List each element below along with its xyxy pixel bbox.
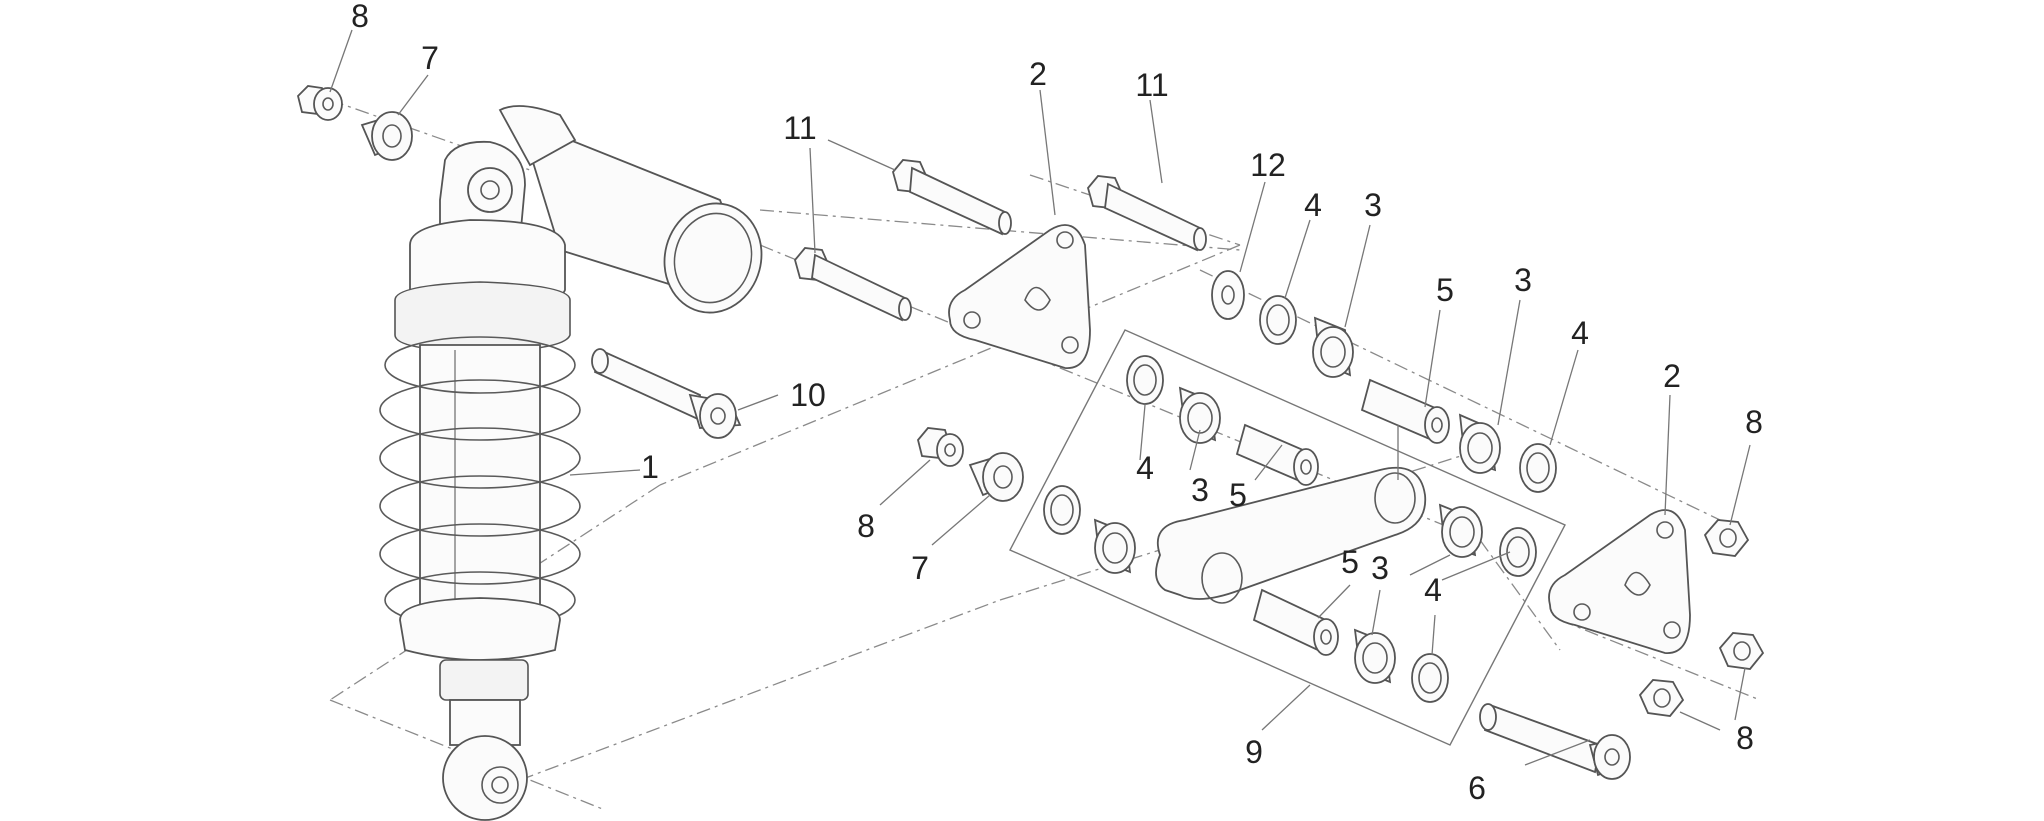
callout-7: 7 xyxy=(421,40,439,76)
plate-2-left xyxy=(948,224,1091,369)
bolt-11-left xyxy=(794,247,912,322)
sleeve-5-upper xyxy=(1360,378,1450,444)
callout-4: 4 xyxy=(1304,187,1322,223)
bolt-11-right xyxy=(1087,175,1207,252)
callout-8: 8 xyxy=(1736,720,1754,756)
bearing-3-kit-lower xyxy=(1353,628,1396,684)
callout-4: 4 xyxy=(1424,572,1442,608)
callout-3: 3 xyxy=(1371,550,1389,586)
linkage-arm xyxy=(1155,466,1427,604)
bearing-3-kit-top xyxy=(1178,386,1221,444)
callout-11: 11 xyxy=(1135,67,1169,103)
sleeve-5-kit xyxy=(1235,423,1319,486)
callout-4: 4 xyxy=(1571,315,1589,351)
spacer-middle xyxy=(968,452,1024,502)
callout-9: 9 xyxy=(1245,734,1263,770)
seal-4-upper-left xyxy=(1259,295,1297,345)
nut-right-middle xyxy=(1718,632,1765,670)
callout-5: 5 xyxy=(1436,272,1454,308)
callout-7: 7 xyxy=(911,550,929,586)
callout-1: 1 xyxy=(641,449,659,485)
washer-12 xyxy=(1211,270,1245,320)
seal-4-upper-right xyxy=(1519,443,1557,493)
callout-3: 3 xyxy=(1191,472,1209,508)
bearing-3-upper-left xyxy=(1312,316,1354,378)
callout-3: 3 xyxy=(1364,187,1382,223)
nut-right-upper xyxy=(1703,519,1750,557)
bearing-3-kit-left xyxy=(1093,518,1136,574)
bolt-10 xyxy=(591,348,742,439)
seal-4-kit-lower xyxy=(1411,653,1449,703)
leader-lines xyxy=(329,29,1751,766)
callout-2: 2 xyxy=(1663,358,1681,394)
bolt-6 xyxy=(1479,703,1631,780)
callout-10: 10 xyxy=(790,377,826,413)
seal-4-kit-top xyxy=(1126,355,1164,405)
nut-top-left xyxy=(297,85,343,121)
callout-11: 11 xyxy=(783,110,817,146)
sleeve-5-kit-lower xyxy=(1252,588,1339,656)
callout-8: 8 xyxy=(1745,404,1763,440)
bearing-3-upper-right xyxy=(1458,413,1501,474)
spring xyxy=(379,336,581,629)
seal-4-kit-left xyxy=(1043,485,1081,535)
kit-outline xyxy=(1009,329,1566,746)
callout-3: 3 xyxy=(1514,262,1532,298)
nut-middle xyxy=(917,427,964,467)
callout-8: 8 xyxy=(857,508,875,544)
callout-5: 5 xyxy=(1229,477,1247,513)
plate-2-right xyxy=(1548,509,1691,654)
callout-6: 6 xyxy=(1468,770,1486,806)
bearing-3-kit-right xyxy=(1438,503,1483,558)
callout-4: 4 xyxy=(1136,450,1154,486)
callout-2: 2 xyxy=(1029,56,1047,92)
shock-absorber xyxy=(379,105,763,821)
nut-right-lower xyxy=(1638,679,1685,717)
seal-4-kit-right xyxy=(1499,527,1537,577)
callout-5: 5 xyxy=(1341,544,1359,580)
callout-8: 8 xyxy=(351,0,369,34)
spacer-top-left xyxy=(360,111,413,161)
bolt-11-mid xyxy=(892,159,1012,236)
callout-12: 12 xyxy=(1250,147,1286,183)
